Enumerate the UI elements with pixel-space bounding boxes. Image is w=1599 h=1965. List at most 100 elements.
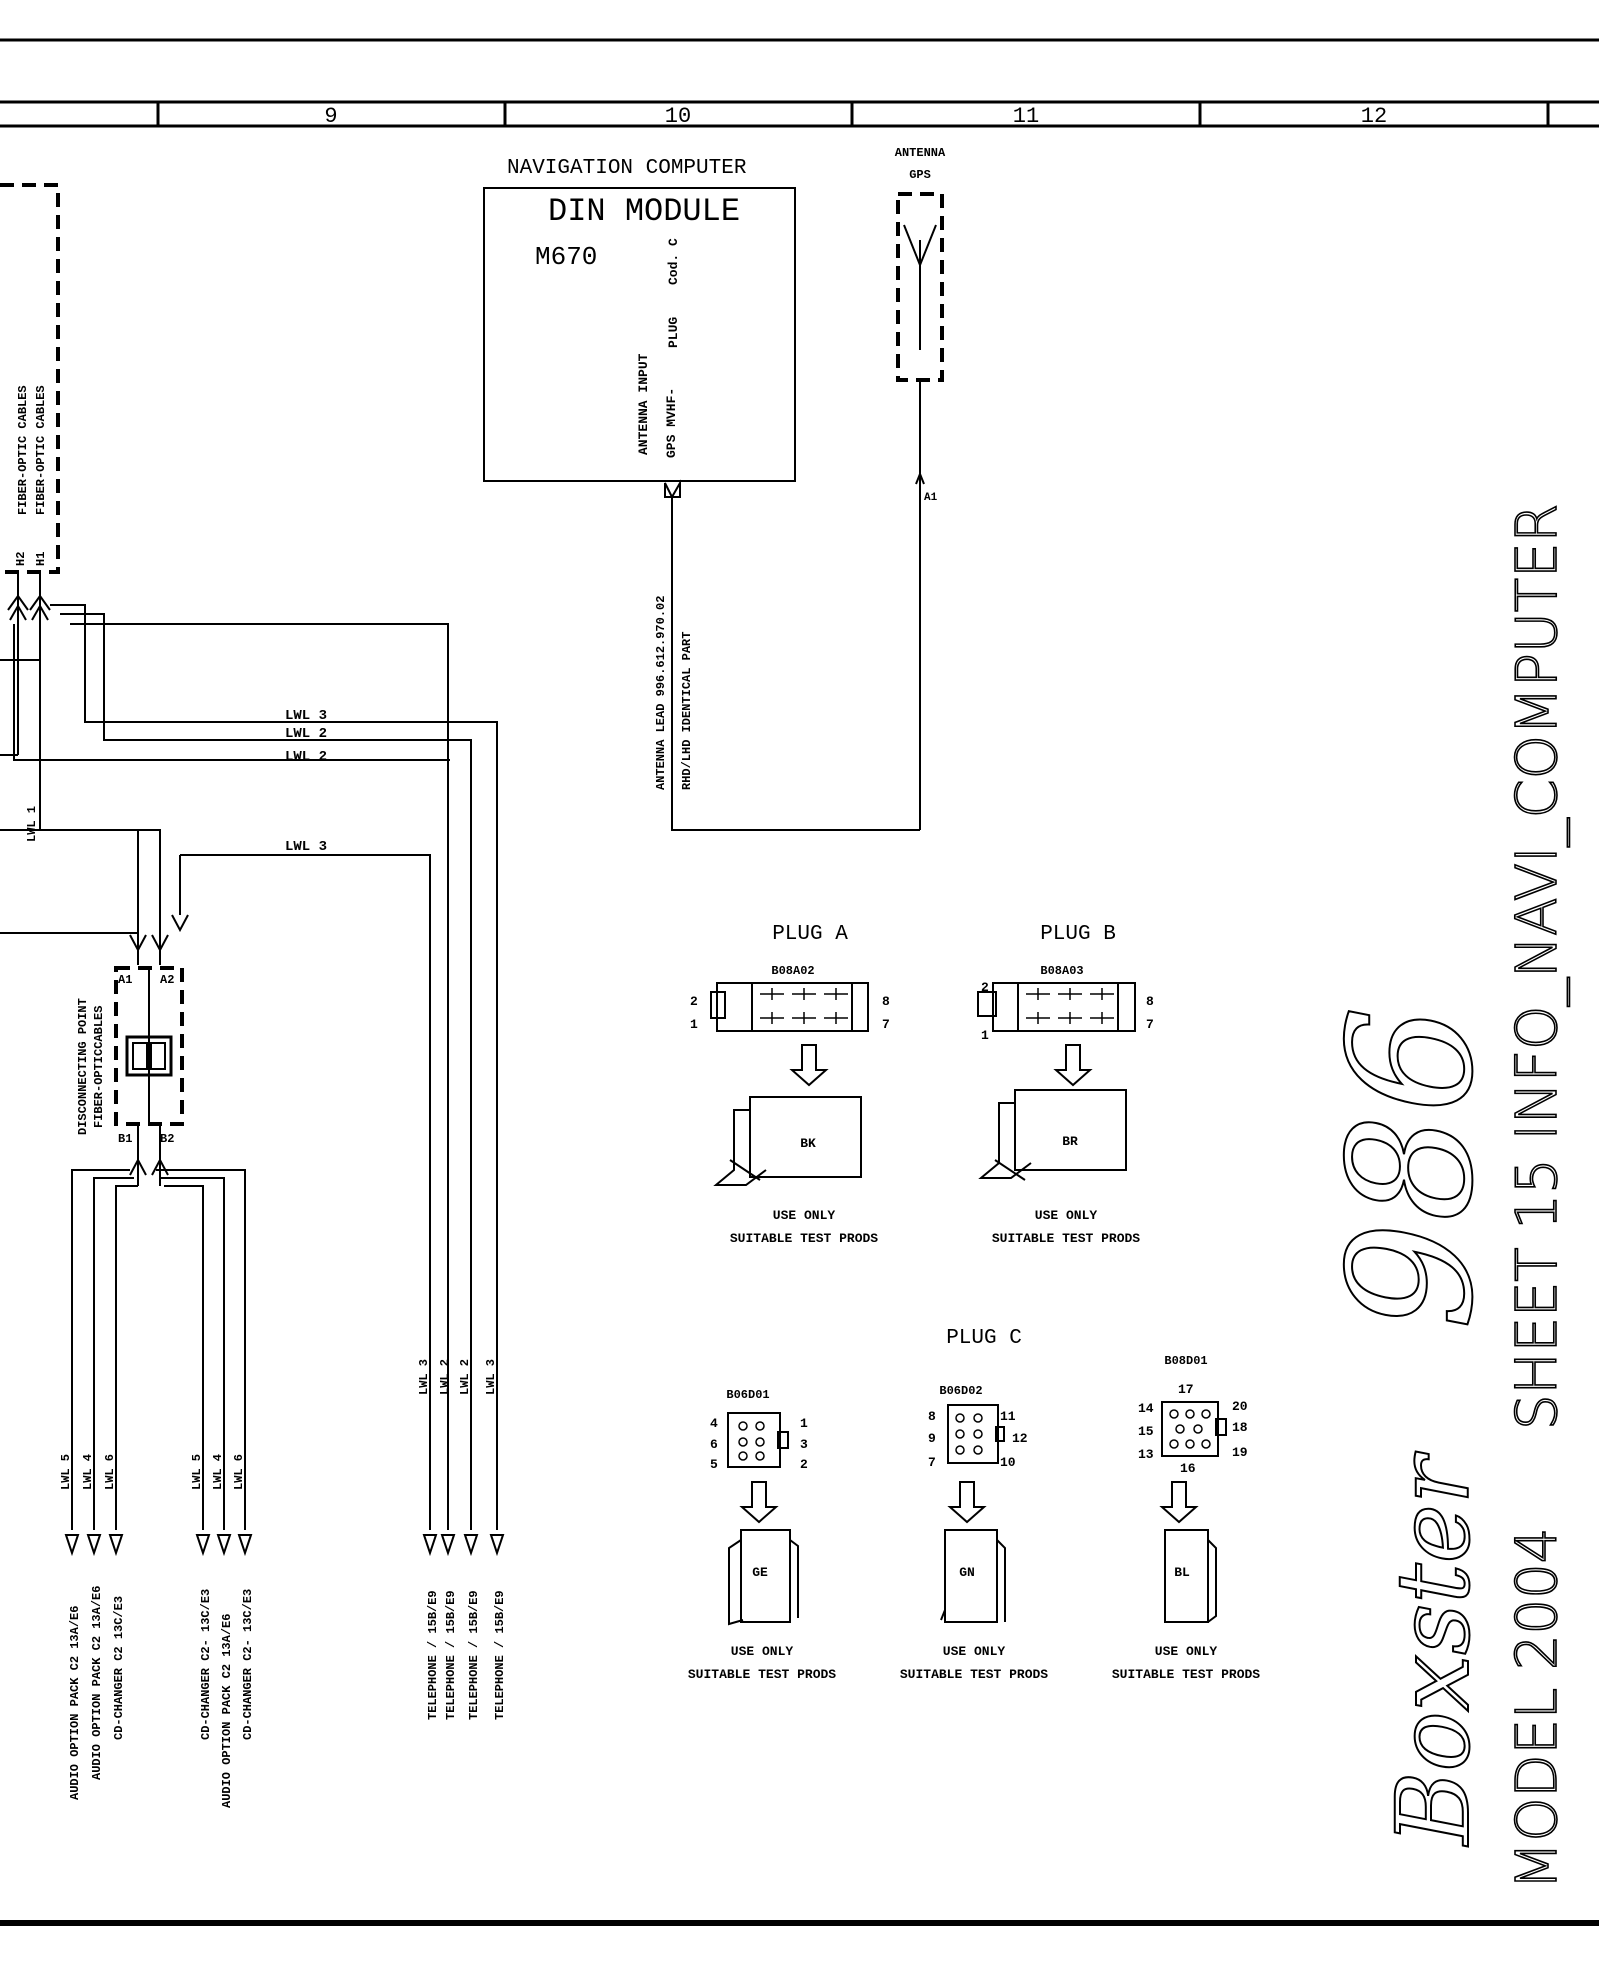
bottom-harness-wires (71, 1124, 246, 1530)
dest-mid-1: CD-CHANGER C2- 13C/E3 (199, 1589, 213, 1740)
lwl-1-label: LWL 1 (25, 806, 39, 842)
plug-c2-pin-12: 12 (1012, 1431, 1028, 1446)
bottom-mid-group: LWL 5 LWL 4 LWL 6 CD-CHANGER C2- 13C/E3 … (190, 1454, 255, 1808)
sheet-title: SHEET 15 INFO_NAVI_COMPUTER (1505, 504, 1570, 1430)
lwl-5-left: LWL 5 (59, 1454, 73, 1490)
plug-c1-pin-6: 6 (710, 1437, 718, 1452)
bottom-left-group: LWL 5 LWL 4 LWL 6 AUDIO OPTION PACK C2 1… (59, 1454, 126, 1800)
plug-c1-part: B06D01 (726, 1388, 769, 1402)
plug-c2-color: GN (959, 1565, 975, 1580)
din-module-box (483, 187, 796, 482)
plug-c2-pin-9: 9 (928, 1431, 936, 1446)
din-module-label: DIN MODULE (548, 193, 740, 230)
plug-c1-pin-1: 1 (800, 1416, 808, 1431)
antenna-gps-label: GPS (909, 168, 931, 182)
pin-a1: A1 (118, 973, 132, 987)
plug-c3-pin-15: 15 (1138, 1424, 1154, 1439)
pin-a2: A2 (160, 973, 174, 987)
model-year: MODEL 2004 (1505, 1528, 1570, 1890)
plug-c3-color: BL (1174, 1565, 1190, 1580)
fiber-label-1: FIBER-OPTIC CABLES (16, 385, 30, 515)
plug-a: PLUG A B08A02 2 1 8 7 BK USE ONLY SUITAB… (690, 923, 890, 1246)
plug-c1-pin-3: 3 (800, 1437, 808, 1452)
plug-b-pin-2: 2 (981, 980, 989, 995)
column-label-10: 10 (665, 104, 691, 129)
model-number: 986 (1313, 1006, 1511, 1330)
lwl-3-bottom-label: LWL 3 (285, 839, 327, 855)
lwl-3-right-b: LWL 3 (484, 1359, 498, 1395)
plug-a-pin-7: 7 (882, 1017, 890, 1032)
plug-c2-note-2: SUITABLE TEST PRODS (900, 1667, 1048, 1682)
bottom-right-group: LWL 3 LWL 2 LWL 2 LWL 3 TELEPHONE / 15B/… (417, 1359, 507, 1720)
gps-mvhf-label: GPS MVHF- (664, 388, 679, 458)
dest-right-1: TELEPHONE / 15B/E9 (426, 1590, 440, 1720)
brand-logo: Boxster (1375, 1451, 1492, 1847)
lwl-3-top-label: LWL 3 (285, 708, 327, 724)
dest-right-4: TELEPHONE / 15B/E9 (493, 1590, 507, 1720)
arrow-down-icon (789, 1044, 829, 1087)
plug-c: PLUG C B06D01 4 6 5 1 3 2 GE USE ONLY SU… (688, 1327, 1260, 1682)
plug-b-pin-7: 7 (1146, 1017, 1154, 1032)
lwl-2-right-b: LWL 2 (458, 1359, 472, 1395)
plug-b-part: B08A03 (1040, 964, 1083, 978)
module-code: M670 (535, 242, 597, 272)
navigation-computer: NAVIGATION COMPUTER DIN MODULE M670 Cod.… (483, 157, 796, 498)
plug-c3-pin-13: 13 (1138, 1447, 1154, 1462)
plug-c3-pin-19: 19 (1232, 1445, 1248, 1460)
plug-c3-pin-20: 20 (1232, 1399, 1248, 1414)
lwl-2-top-label: LWL 2 (285, 726, 327, 742)
arrow-down-icon (1159, 1481, 1199, 1524)
pin-h1: H1 (34, 552, 48, 566)
plug-a-part: B08A02 (771, 964, 814, 978)
plug-c2: B06D02 8 9 7 11 12 10 GN USE ONLY SUITAB… (900, 1384, 1048, 1682)
dest-right-3: TELEPHONE / 15B/E9 (467, 1590, 481, 1720)
arrow-down-icon (1053, 1044, 1093, 1087)
plug-a-note-1: USE ONLY (773, 1208, 836, 1223)
disconnect-label-1: DISCONNECTING POINT (76, 998, 90, 1135)
title-block: SHEET 15 INFO_NAVI_COMPUTER 986 Boxster … (1312, 503, 1571, 1891)
lwl-2-right-a: LWL 2 (438, 1359, 452, 1395)
navigation-heading: NAVIGATION COMPUTER (507, 157, 747, 180)
antenna-lead-wire (671, 497, 920, 831)
lwl-5-mid: LWL 5 (190, 1454, 204, 1490)
lwl-6-left: LWL 6 (103, 1454, 117, 1490)
plug-c3-note-2: SUITABLE TEST PRODS (1112, 1667, 1260, 1682)
plug-a-pin-1: 1 (690, 1017, 698, 1032)
plug-c3-pin-16: 16 (1180, 1461, 1196, 1476)
fiber-optic-module: FIBER-OPTIC CABLES FIBER-OPTIC CABLES H2… (0, 183, 60, 621)
plug-b-note-1: USE ONLY (1035, 1208, 1098, 1223)
plug-c1-pin-2: 2 (800, 1457, 808, 1472)
plug-c3-pin-17: 17 (1178, 1382, 1194, 1397)
fiber-label-2: FIBER-OPTIC CABLES (34, 385, 48, 515)
plug-c3-pin-14: 14 (1138, 1401, 1154, 1416)
dest-left-2: AUDIO OPTION PACK C2 13A/E6 (90, 1586, 104, 1780)
disconnect-label-2: FIBER-OPTICCABLES (92, 1006, 106, 1128)
dest-mid-2: AUDIO OPTION PACK C2 13A/E6 (220, 1614, 234, 1808)
plug-c3: B08D01 17 14 15 13 16 20 18 19 BL USE ON… (1112, 1354, 1260, 1682)
arrow-down-icon (947, 1481, 987, 1524)
lwl-3-right-a: LWL 3 (417, 1359, 431, 1395)
column-label-11: 11 (1013, 104, 1039, 129)
plug-c3-note-1: USE ONLY (1155, 1644, 1218, 1659)
plug-a-title: PLUG A (772, 923, 848, 946)
sheet-frame: 9 10 11 12 (0, 38, 1599, 1926)
plug-c3-part: B08D01 (1164, 1354, 1207, 1368)
disconnecting-point: A1 A2 B1 B2 DISCONNECTING POINT FIBER-OP… (76, 966, 184, 1176)
plug-c2-note-1: USE ONLY (943, 1644, 1006, 1659)
plug-b-pin-1: 1 (981, 1028, 989, 1043)
fiber-wires: LWL 1 LWL 3 LWL 2 LWL 2 LWL 3 (0, 572, 498, 1530)
plug-c1-note-2: SUITABLE TEST PRODS (688, 1667, 836, 1682)
plug-b: PLUG B B08A03 2 1 8 7 BR USE ONLY SUITAB… (977, 923, 1154, 1246)
antenna-lead-part: ANTENNA LEAD 996.612.970.02 (654, 596, 668, 790)
plug-c1-color: GE (752, 1565, 768, 1580)
pin-h2: H2 (14, 552, 28, 566)
antenna-icon (903, 224, 937, 350)
lwl-6-mid: LWL 6 (232, 1454, 246, 1490)
antenna-label: ANTENNA (895, 146, 946, 160)
plug-c2-part: B06D02 (939, 1384, 982, 1398)
plug-c1-pin-4: 4 (710, 1416, 718, 1431)
plug-b-note-2: SUITABLE TEST PRODS (992, 1231, 1140, 1246)
plug-c1-pin-5: 5 (710, 1457, 718, 1472)
dest-left-1: AUDIO OPTION PACK C2 13A/E6 (68, 1606, 82, 1800)
